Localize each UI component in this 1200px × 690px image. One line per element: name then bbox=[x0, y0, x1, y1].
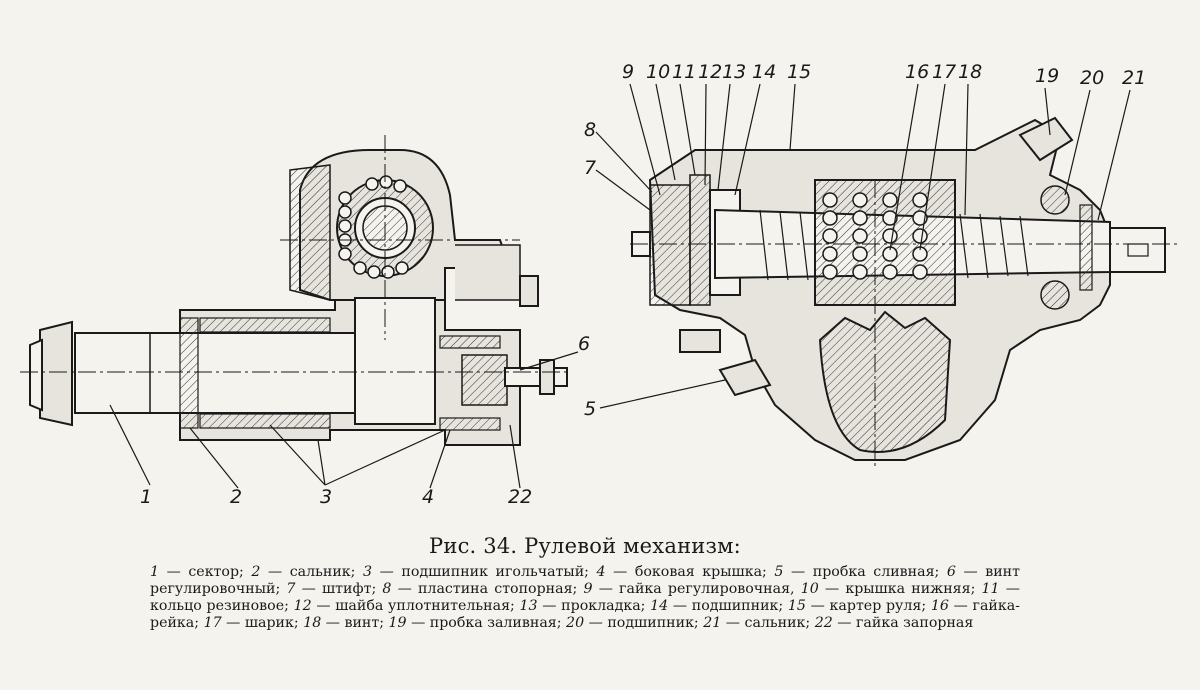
legend-entry-number: 19 bbox=[388, 615, 407, 631]
figure-caption: Рис. 34. Рулевой механизм: 1 — сектор; 2… bbox=[150, 534, 1020, 632]
legend-entry-text: — подшипник; bbox=[668, 598, 788, 614]
legend-entry-text: — сальник; bbox=[260, 564, 364, 580]
legend-entry-number: 12 bbox=[293, 598, 312, 614]
legend-entry-number: 1 bbox=[150, 564, 160, 580]
legend-entry-number: 14 bbox=[650, 598, 669, 614]
callout-1: 1 bbox=[140, 486, 152, 508]
left-leader-lines bbox=[109, 351, 579, 489]
legend-entry-text: — пробка сливная; bbox=[783, 564, 947, 580]
callout-16: 16 bbox=[905, 61, 929, 83]
legend-entry-text: — пластина стопорная; bbox=[391, 581, 584, 597]
legend-entry: 18 — винт; bbox=[303, 615, 388, 631]
legend-entry-number: 20 bbox=[566, 615, 585, 631]
legend-entry: 8 — пластина стопорная; bbox=[382, 581, 583, 597]
legend-entry-number: 2 bbox=[251, 564, 261, 580]
legend-entry: 21 — сальник; bbox=[703, 615, 814, 631]
legend-entry-number: 18 bbox=[303, 615, 322, 631]
legend-entry: 9 — гайка регулировочная, bbox=[583, 581, 800, 597]
legend-entry-number: 4 bbox=[596, 564, 606, 580]
legend-entry-number: 7 bbox=[286, 581, 296, 597]
legend-entry-text: — штифт; bbox=[295, 581, 383, 597]
legend-entry: 2 — сальник; bbox=[251, 564, 363, 580]
callout-9: 9 bbox=[622, 61, 634, 83]
callout-4: 4 bbox=[422, 486, 434, 508]
legend-entry-text: — шайба уплотнительная; bbox=[311, 598, 520, 614]
legend-entry-number: 9 bbox=[583, 581, 593, 597]
legend-entry-text: — подшипник игольчатый; bbox=[372, 564, 597, 580]
callout-13: 13 bbox=[722, 61, 746, 83]
callout-5: 5 bbox=[584, 398, 596, 420]
legend-entry-text: — боковая крышка; bbox=[605, 564, 775, 580]
callout-14: 14 bbox=[752, 61, 776, 83]
callout-2: 2 bbox=[230, 486, 242, 508]
legend-entry-text: — винт; bbox=[321, 615, 389, 631]
parts-legend: 1 — сектор; 2 — сальник; 3 — подшипник и… bbox=[150, 564, 1020, 632]
legend-entry-number: 8 bbox=[382, 581, 392, 597]
legend-entry: 7 — штифт; bbox=[286, 581, 382, 597]
legend-entry-number: 16 bbox=[930, 598, 949, 614]
legend-entry-text: — прокладка; bbox=[537, 598, 651, 614]
legend-entry-number: 17 bbox=[203, 615, 222, 631]
legend-entry: 16 — гайка-рейка; bbox=[150, 598, 1020, 631]
legend-entry-text: — сальник; bbox=[721, 615, 815, 631]
legend-entry: 10 — крышка нижняя; bbox=[801, 581, 982, 597]
legend-entry-text: — пробка заливная; bbox=[406, 615, 567, 631]
legend-entry-text: — шарик; bbox=[221, 615, 304, 631]
legend-entry-text: — гайка-рейка; bbox=[150, 598, 1020, 631]
callout-22: 22 bbox=[508, 486, 532, 508]
callout-7: 7 bbox=[584, 157, 596, 179]
legend-entry-number: 13 bbox=[519, 598, 538, 614]
legend-entry: 19 — пробка заливная; bbox=[389, 615, 567, 631]
callout-3: 3 bbox=[320, 486, 332, 508]
legend-entry-number: 21 bbox=[703, 615, 722, 631]
legend-entry: 20 — подшипник; bbox=[566, 615, 703, 631]
right-callout-labels: 9 10 11 12 13 14 15 16 17 18 19 20 21 8 … bbox=[584, 61, 1146, 420]
legend-entry-text: — гайка регулировочная, bbox=[592, 581, 801, 597]
legend-entry: 15 — картер руля; bbox=[788, 598, 931, 614]
legend-entry: 4 — боковая крышка; bbox=[597, 564, 775, 580]
callout-17: 17 bbox=[932, 61, 956, 83]
legend-entry-text: — гайка запорная bbox=[832, 615, 974, 631]
legend-entry-text: — кольцо резиновое; bbox=[150, 581, 1020, 614]
legend-entry: 11 — кольцо резиновое; bbox=[150, 581, 1020, 614]
legend-entry-number: 10 bbox=[800, 581, 819, 597]
callout-15: 15 bbox=[787, 61, 811, 83]
right-sectional-view bbox=[630, 116, 1180, 470]
callout-6: 6 bbox=[578, 333, 590, 355]
legend-entry-number: 3 bbox=[363, 564, 373, 580]
legend-entry-text: — крышка нижняя; bbox=[818, 581, 982, 597]
legend-entry: 5 — пробка сливная; bbox=[774, 564, 946, 580]
legend-entry: 14 — подшипник; bbox=[650, 598, 788, 614]
legend-entry-text: — подшипник; bbox=[584, 615, 704, 631]
legend-entry-text: — винт регулировочный; bbox=[150, 564, 1020, 597]
steering-mechanism-drawing: 1 2 3 4 22 6 bbox=[20, 61, 1180, 508]
legend-entry-text: — картер руля; bbox=[805, 598, 931, 614]
legend-entry: 17 — шарик; bbox=[204, 615, 304, 631]
legend-entry: 1 — сектор; bbox=[150, 564, 251, 580]
legend-entry: 13 — прокладка; bbox=[520, 598, 651, 614]
legend-entry-number: 6 bbox=[946, 564, 956, 580]
legend-entry-number: 5 bbox=[774, 564, 784, 580]
left-sectional-view bbox=[20, 135, 570, 446]
legend-entry-text: — сектор; bbox=[159, 564, 252, 580]
legend-entry-number: 22 bbox=[814, 615, 833, 631]
callout-11: 11 bbox=[672, 61, 696, 83]
right-leader-lines bbox=[595, 83, 1131, 409]
callout-18: 18 bbox=[958, 61, 982, 83]
callout-20: 20 bbox=[1080, 67, 1104, 89]
callout-8: 8 bbox=[584, 119, 596, 141]
legend-entry: 6 — винт регулировочный; bbox=[150, 564, 1020, 597]
legend-entry: 12 — шайба уплотнительная; bbox=[294, 598, 520, 614]
caption-title: Рис. 34. Рулевой механизм: bbox=[429, 534, 741, 558]
callout-12: 12 bbox=[698, 61, 722, 83]
legend-entry-number: 11 bbox=[981, 581, 1000, 597]
callout-19: 19 bbox=[1035, 65, 1059, 87]
legend-entry: 22 — гайка запорная bbox=[815, 615, 974, 631]
left-callout-labels: 1 2 3 4 22 6 bbox=[140, 333, 590, 508]
legend-entry-number: 15 bbox=[787, 598, 806, 614]
callout-10: 10 bbox=[646, 61, 670, 83]
legend-entry: 3 — подшипник игольчатый; bbox=[363, 564, 596, 580]
callout-21: 21 bbox=[1122, 67, 1146, 89]
